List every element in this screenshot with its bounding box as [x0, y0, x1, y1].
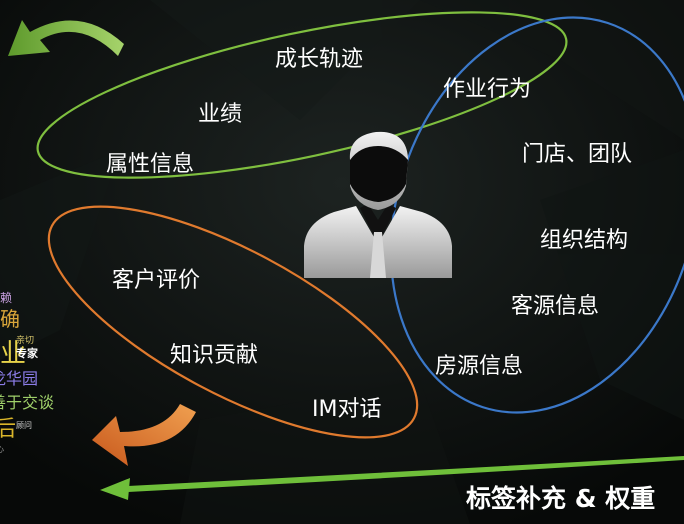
- word-cloud: 赖 确 亲切 业 专家 龙华园 善于交谈 后 顾问 心: [0, 291, 54, 454]
- label-attribute-info: 属性信息: [106, 152, 194, 177]
- word-cloud-word: 后: [0, 417, 16, 442]
- orange-group-ellipse: [47, 205, 419, 439]
- label-im-dialog: IM对话: [312, 397, 381, 422]
- word-cloud-word: 业: [0, 339, 26, 369]
- curved-arrow-left-icon: [8, 20, 124, 56]
- label-work-behavior: 作业行为: [443, 77, 531, 102]
- green-group-ellipse: [36, 11, 568, 179]
- label-growth-trajectory: 成长轨迹: [275, 47, 363, 72]
- word-cloud-word: 心: [0, 445, 4, 454]
- bottom-banner-text: 标签补充 & 权重: [466, 484, 655, 513]
- label-customer-review: 客户评价: [112, 268, 200, 293]
- word-cloud-word: 亲切: [16, 334, 34, 346]
- word-cloud-word: 顾问: [16, 421, 32, 430]
- word-cloud-word: 专家: [16, 346, 39, 360]
- label-performance: 业绩: [198, 102, 242, 127]
- person-avatar-icon: [304, 131, 452, 278]
- label-property-source: 房源信息: [435, 354, 523, 379]
- label-knowledge-contribution: 知识贡献: [170, 343, 258, 368]
- label-customer-source: 客源信息: [511, 294, 599, 319]
- word-cloud-word: 善于交谈: [0, 393, 54, 412]
- word-cloud-word: 赖: [0, 291, 12, 305]
- word-cloud-word: 龙华园: [0, 369, 38, 388]
- word-cloud-word: 确: [0, 307, 20, 331]
- label-org-structure: 组织结构: [540, 228, 628, 253]
- label-store-team: 门店、团队: [522, 142, 632, 167]
- curved-arrow-down-left-icon: [92, 404, 196, 466]
- long-arrow-left-icon: [100, 456, 684, 500]
